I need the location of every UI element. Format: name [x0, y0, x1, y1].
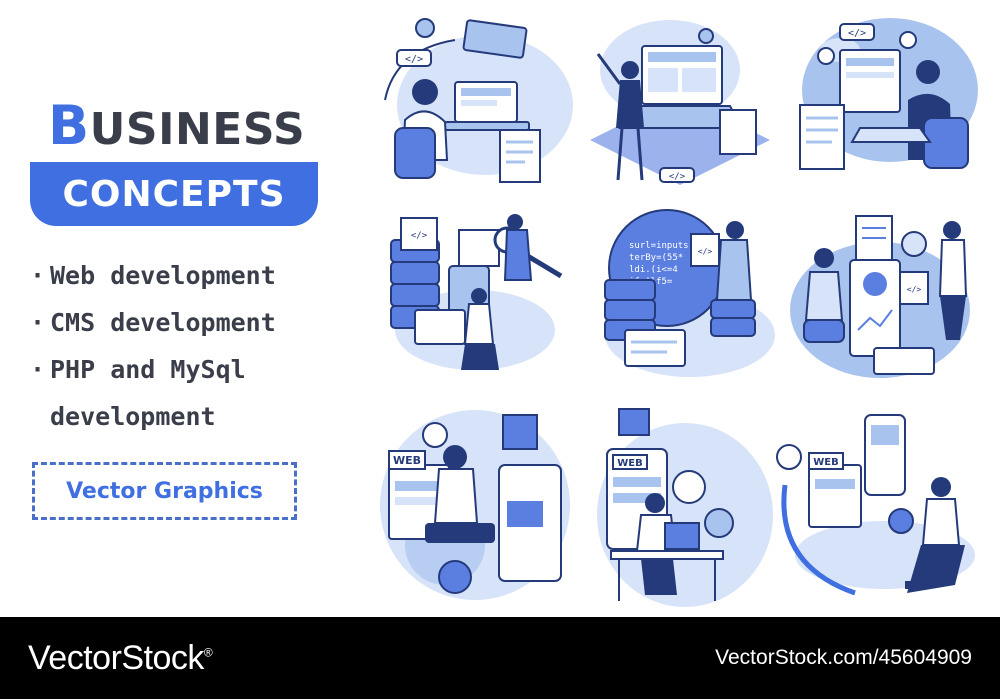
code-line: ldi.(i<=4 [629, 265, 678, 275]
registered-mark: ® [203, 645, 213, 660]
illustration-code-servers: surl=inputs terBy=(55* ldi.(i<=4 if |lf5… [585, 200, 785, 390]
image-id-link[interactable]: VectorStock.com/45604909 [715, 646, 972, 669]
code-tag-text: </> [848, 28, 866, 39]
illustration-analytics-team: </> [780, 200, 980, 390]
clock-icon [776, 444, 802, 470]
bullet-text: Web development [50, 261, 276, 290]
illustration-svg: </> [384, 18, 573, 183]
illustration-web-settings: WEB [775, 405, 980, 610]
vector-graphics-badge: Vector Graphics [32, 462, 297, 520]
gear-icon [698, 28, 714, 44]
illustration-database-search: </> [375, 200, 575, 390]
code-tag-text: </> [698, 247, 713, 256]
web-label: WEB [813, 457, 838, 468]
illustration-web-dev-laptop: </> [375, 10, 575, 190]
bullet-marker: · [30, 355, 46, 384]
code-line: terBy=(55* [629, 253, 683, 263]
code-tag-text: </> [669, 172, 686, 182]
web-label: WEB [393, 454, 421, 467]
bullet-marker: · [30, 308, 46, 337]
clock-icon [672, 470, 706, 504]
arrow-icon [781, 484, 856, 596]
illustration-woman-presenting: </> [580, 10, 780, 190]
bullet-list: · Web development · CMS development · PH… [30, 252, 360, 440]
illustration-web-design: WEB [375, 405, 580, 610]
clock-icon [422, 422, 448, 448]
list-item: · PHP and MySql development [30, 346, 360, 440]
illustration-developer-desk: WEB [585, 405, 785, 610]
code-tag-text: </> [411, 231, 428, 241]
bullet-text: CMS development [50, 308, 276, 337]
gear-icon [438, 560, 472, 594]
code-tag-text: </> [907, 285, 922, 294]
left-text-panel: BUSINESS CONCEPTS · Web development · CM… [0, 0, 370, 615]
logo-text: VectorStock [28, 638, 204, 677]
bullet-text: PHP and MySql development [50, 355, 246, 431]
vectorstock-logo[interactable]: VectorStock® [28, 638, 213, 678]
gear-icon [899, 31, 917, 49]
gear-icon [704, 508, 734, 538]
footer-bar: VectorStock® VectorStock.com/45604909 [0, 617, 1000, 699]
code-tag-text: </> [405, 54, 423, 65]
gear-icon [888, 508, 914, 534]
vector-graphics-label: Vector Graphics [66, 478, 263, 504]
web-label: WEB [617, 458, 642, 469]
illustration-woman-monitor: </> [780, 10, 980, 190]
concepts-label: CONCEPTS [62, 173, 286, 215]
concepts-banner: CONCEPTS [30, 162, 318, 226]
code-line: surl=inputs [629, 241, 689, 251]
bullet-marker: · [30, 261, 46, 290]
title-business: BUSINESS [48, 94, 305, 157]
title-initial: B [48, 94, 90, 157]
gear-icon [415, 18, 435, 38]
list-item: · CMS development [30, 299, 360, 346]
gear-icon [817, 47, 835, 65]
title-rest: USINESS [89, 104, 306, 155]
list-item: · Web development [30, 252, 360, 299]
